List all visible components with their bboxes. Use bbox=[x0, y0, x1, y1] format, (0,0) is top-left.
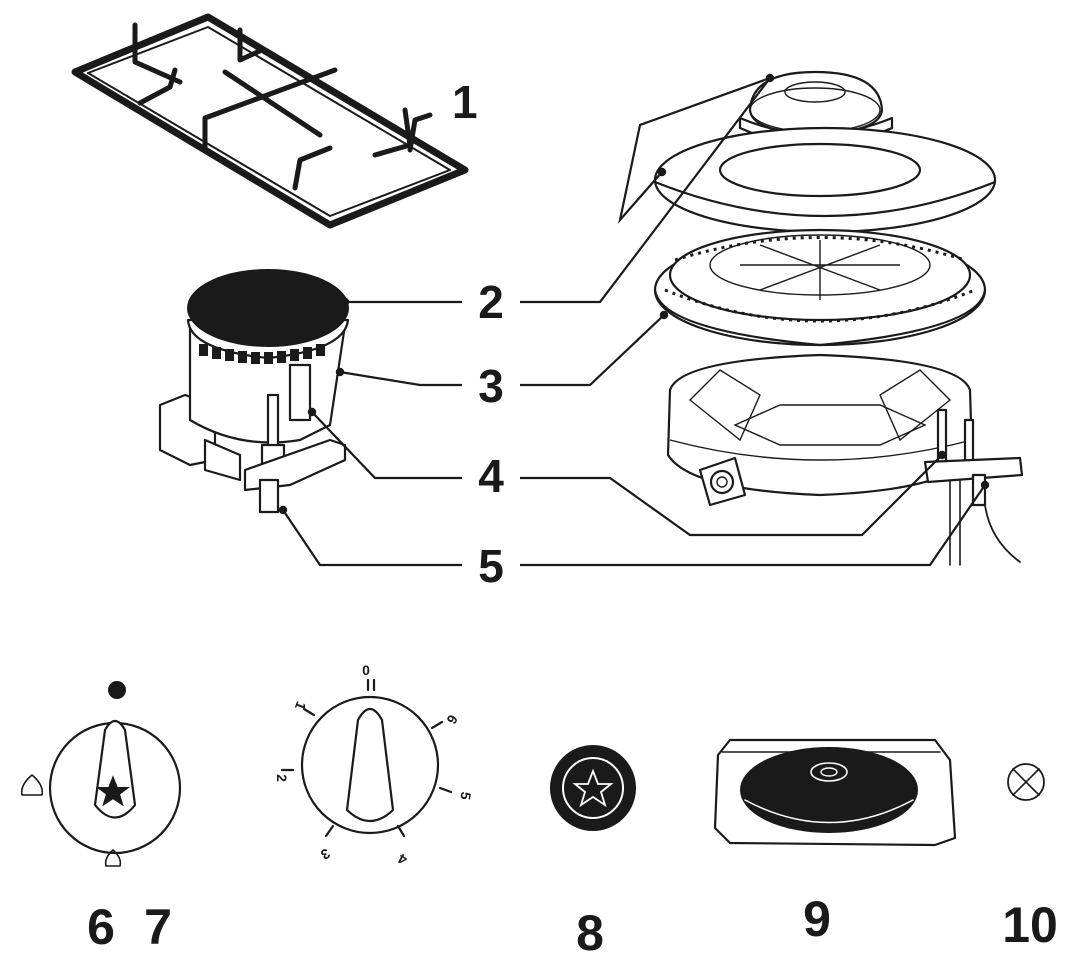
callout-10: 10 bbox=[1002, 897, 1058, 953]
power-dial-7: 0 1 2 3 4 5 6 bbox=[274, 662, 474, 868]
dial-tick-3: 3 bbox=[318, 845, 333, 863]
callout-8: 8 bbox=[576, 905, 604, 959]
star-icon bbox=[572, 768, 614, 808]
dial-tick-1: 1 bbox=[292, 699, 310, 712]
dial-tick-6: 6 bbox=[443, 712, 461, 727]
leader-lines bbox=[278, 73, 990, 567]
callout-2: 2 bbox=[478, 276, 504, 328]
off-dot-icon bbox=[108, 681, 126, 699]
callout-4: 4 bbox=[478, 450, 504, 502]
star-icon bbox=[96, 775, 130, 807]
crossed-circle-icon bbox=[1007, 763, 1045, 801]
dial-tick-2: 2 bbox=[274, 774, 290, 782]
callout-3: 3 bbox=[478, 360, 504, 412]
flame-outline-icon bbox=[104, 849, 122, 867]
crown-port-row bbox=[664, 236, 976, 323]
gas-burner-icon bbox=[158, 269, 350, 514]
large-burner-exploded bbox=[653, 70, 1024, 566]
dial-tick-0: 0 bbox=[362, 662, 370, 678]
dial-tick-4: 4 bbox=[395, 850, 410, 868]
grate-icon bbox=[71, 13, 469, 229]
flame-port-row bbox=[199, 344, 325, 364]
ignition-button-8 bbox=[550, 745, 636, 831]
callout-6: 6 bbox=[87, 899, 115, 955]
hotplate-icon bbox=[713, 738, 957, 847]
gas-knob-6 bbox=[20, 681, 182, 867]
callout-9: 9 bbox=[803, 891, 831, 947]
callout-7: 7 bbox=[144, 899, 172, 955]
dial-tick-5: 5 bbox=[457, 791, 474, 802]
flame-outline-icon bbox=[20, 774, 44, 796]
callout-5: 5 bbox=[478, 540, 504, 592]
callout-1: 1 bbox=[452, 76, 478, 128]
